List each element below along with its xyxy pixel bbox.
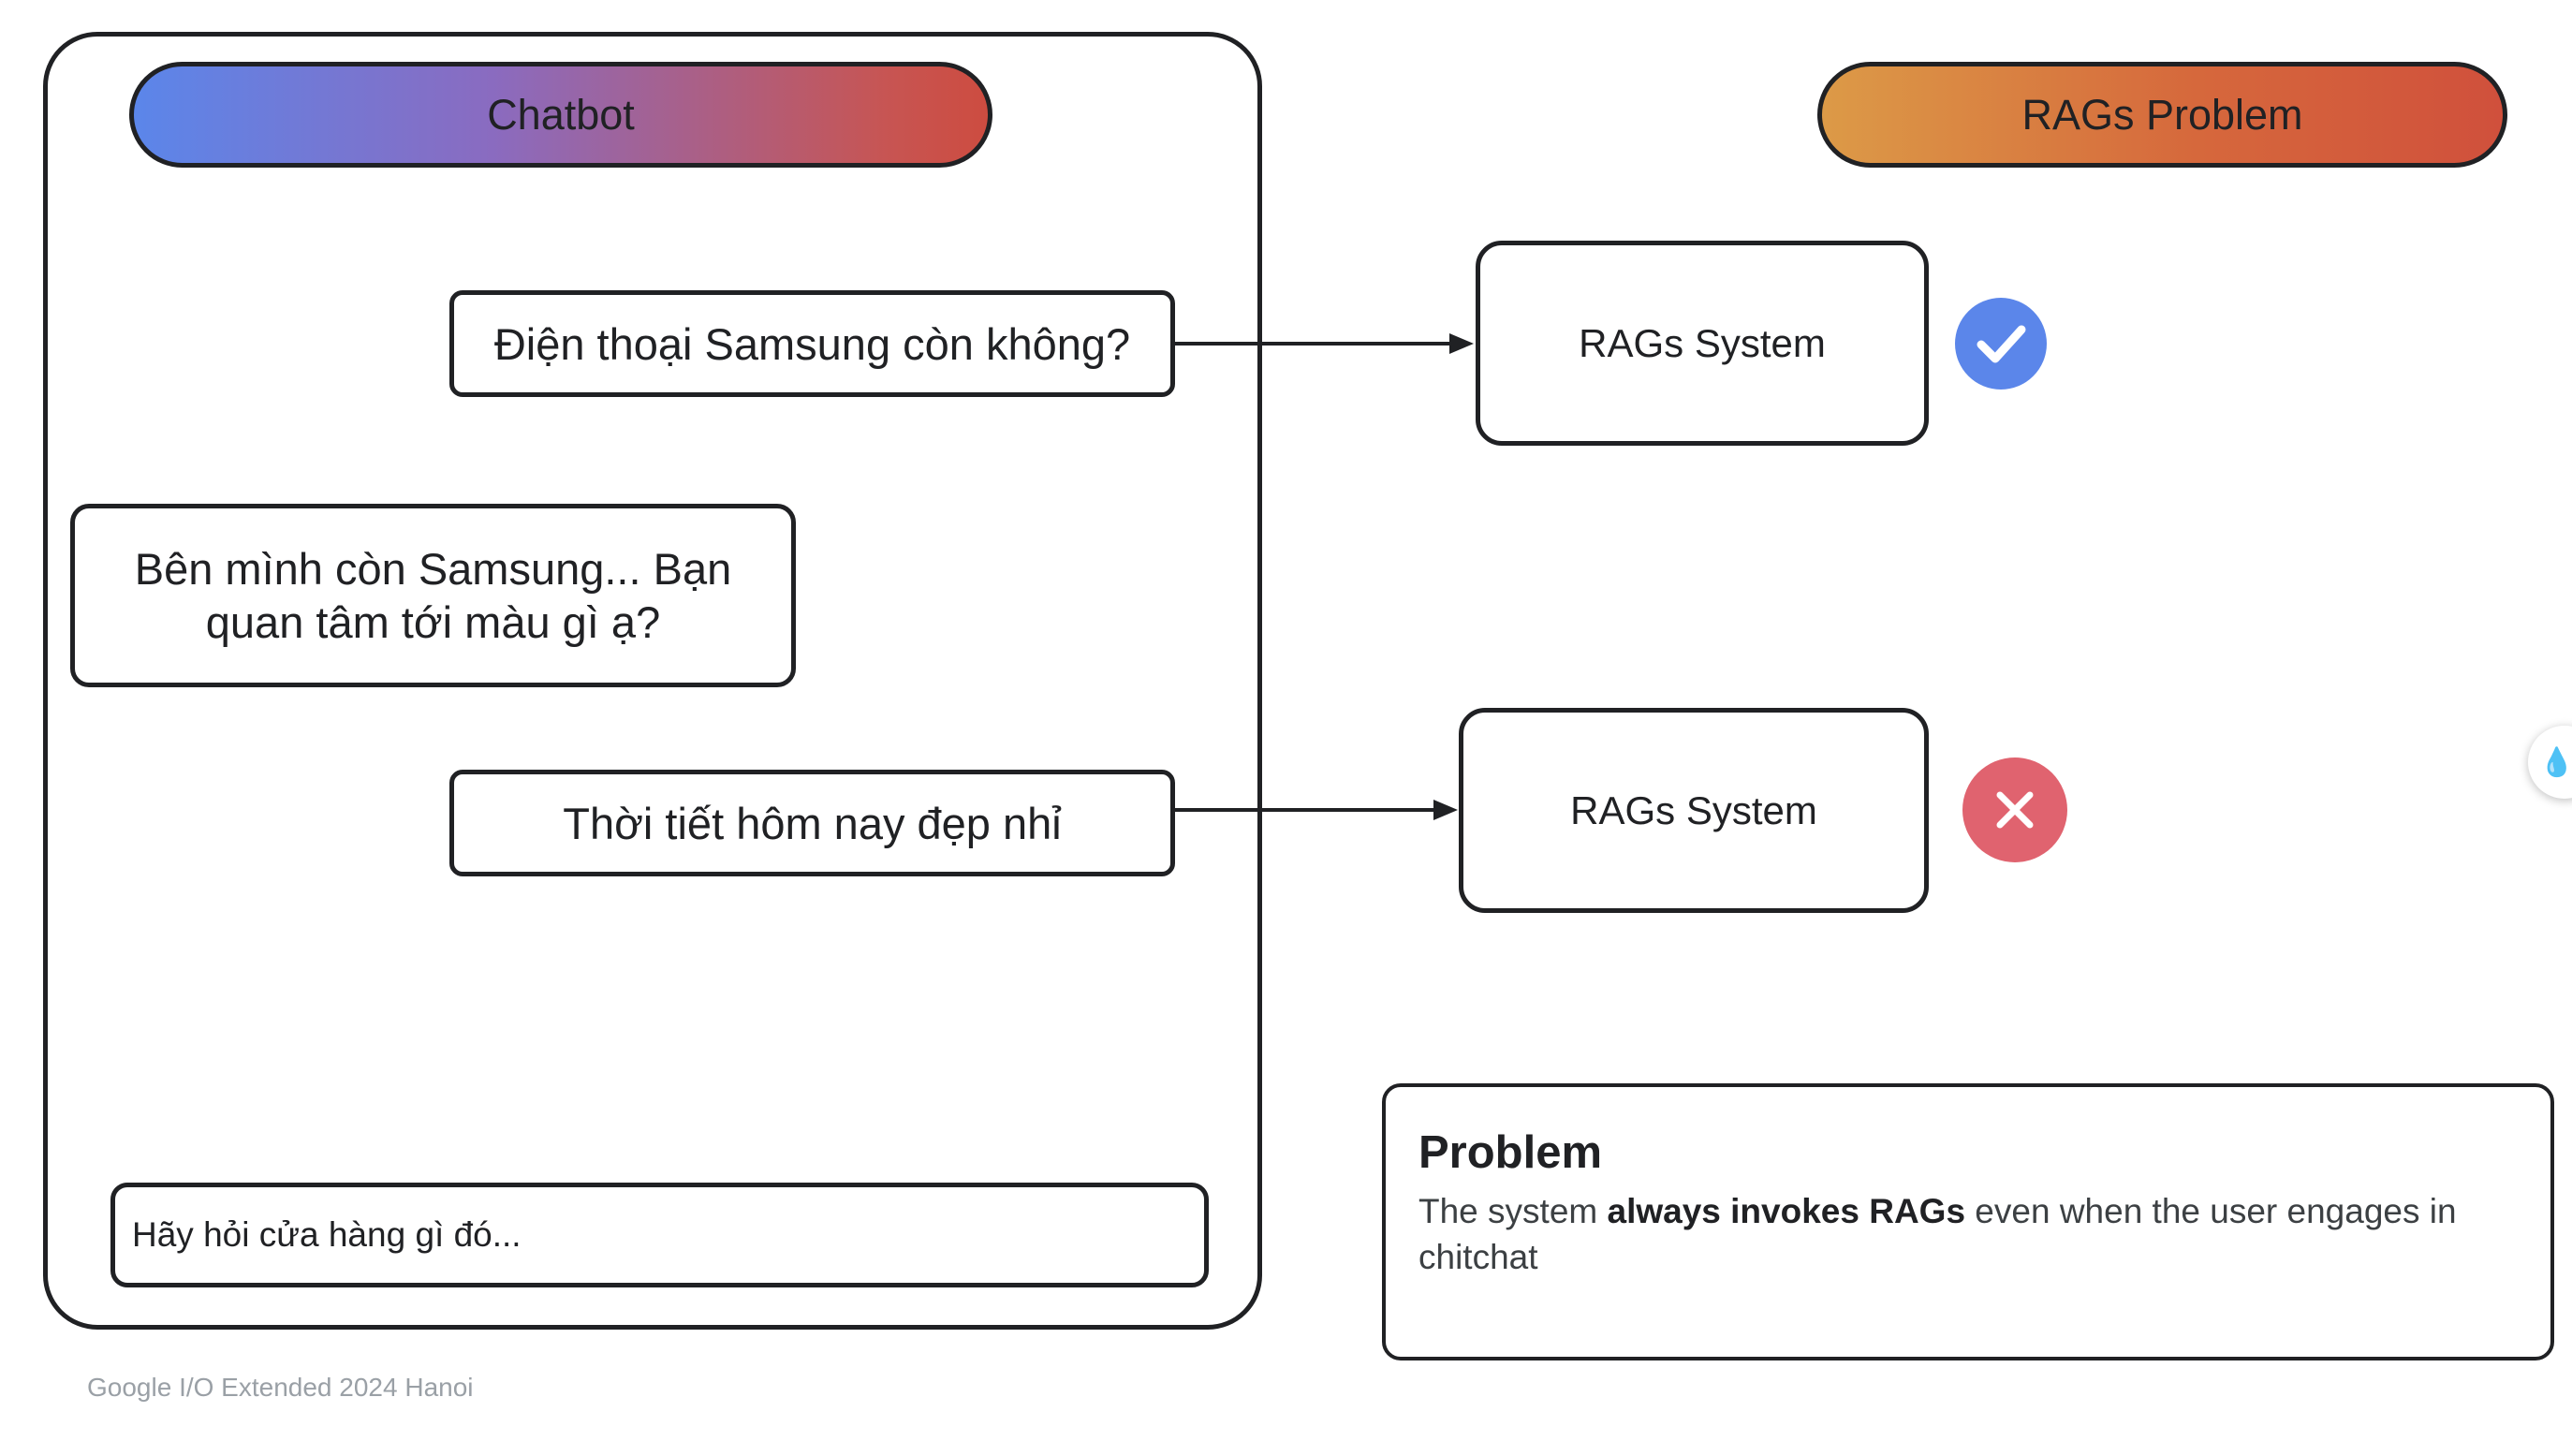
chat-input[interactable]: Hãy hỏi cửa hàng gì đó... [110,1183,1209,1287]
arrowhead-1 [1449,333,1474,354]
problem-title: Problem [1418,1127,1603,1178]
bot-reply-line-1: Bên mình còn Samsung... Bạn [134,544,732,594]
water-drop-icon: 💧 [2539,746,2572,778]
footer-text: Google I/O Extended 2024 Hanoi [87,1373,474,1402]
problem-text-end: even when the user engages in chitchat [1418,1192,2457,1276]
bot-reply-line-2: quan tâm tới màu gì ạ? [205,597,661,647]
arrowhead-2 [1433,800,1458,820]
chatbot-header: Chatbot [129,62,992,168]
problem-text: The system always invokes RAGs even when… [1418,1188,2550,1280]
cross-icon [1962,757,2067,862]
bot-reply: Bên mình còn Samsung... Bạn quan tâm tới… [70,504,796,687]
check-icon [1955,298,2047,390]
rags-system-box-2: RAGs System [1459,708,1929,913]
user-message-1: Điện thoại Samsung còn không? [449,290,1175,397]
problem-box: Problem The system always invokes RAGs e… [1382,1083,2554,1360]
problem-text-start: The system [1418,1192,1608,1230]
rags-system-box-1: RAGs System [1476,241,1929,446]
chatbot-panel [43,32,1262,1330]
rags-problem-header: RAGs Problem [1817,62,2507,168]
chat-input-placeholder: Hãy hỏi cửa hàng gì đó... [132,1215,522,1254]
problem-text-emphasis: always invokes RAGs [1607,1192,1966,1230]
user-message-2: Thời tiết hôm nay đẹp nhỉ [449,770,1175,876]
